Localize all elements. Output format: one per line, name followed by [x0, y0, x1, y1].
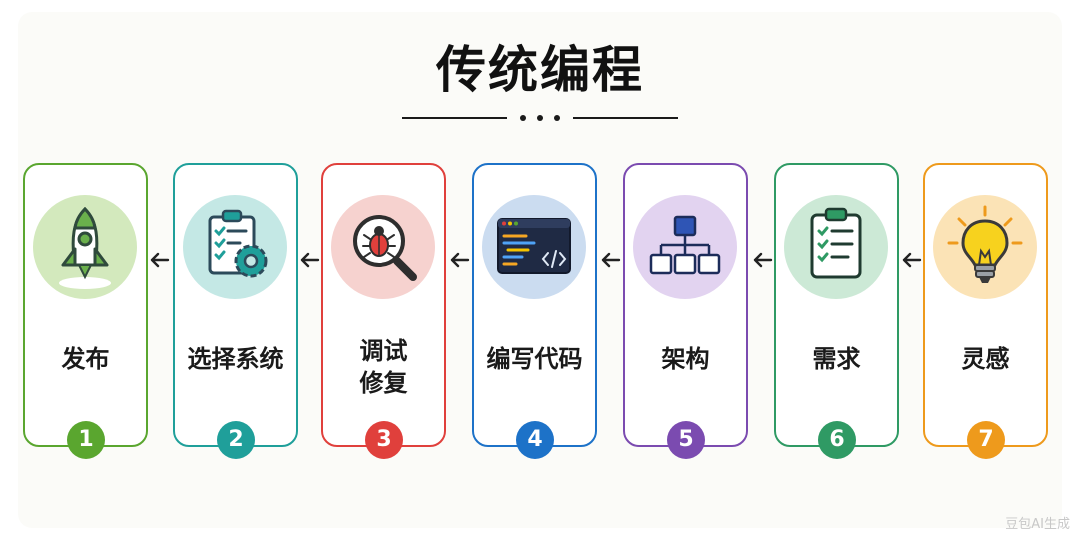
step-number-badge: 4 [516, 421, 554, 459]
step-label: 编写代码 [486, 345, 583, 373]
arrow-left-icon [902, 252, 922, 268]
divider-dot [520, 115, 526, 121]
step-number-badge: 6 [818, 421, 856, 459]
step-card-release: 发布 1 [23, 163, 148, 459]
clipboard-checklist-icon [784, 195, 888, 299]
page-title: 传统编程 [436, 41, 644, 99]
step-card-requirements: 需求 6 [774, 163, 899, 459]
rocket-icon [33, 195, 137, 299]
divider-dot [537, 115, 543, 121]
bug-magnifier-icon [331, 195, 435, 299]
step-label: 架构 [661, 345, 710, 373]
step-card-debug-fix: 调试 修复 3 [321, 163, 446, 459]
step-label: 调试 修复 [323, 335, 444, 399]
arrow-left-icon [450, 252, 470, 268]
title-divider [402, 115, 678, 121]
divider-dot [554, 115, 560, 121]
step-label-line: 修复 [359, 369, 408, 397]
step-number-badge: 1 [67, 421, 105, 459]
divider-line-left [402, 117, 507, 119]
lightbulb-icon [933, 195, 1037, 299]
step-number-badge: 5 [667, 421, 705, 459]
arrow-left-icon [150, 252, 170, 268]
step-number-badge: 7 [967, 421, 1005, 459]
step-card-select-system: 选择系统 2 [173, 163, 298, 459]
step-card-inspiration: 灵感 7 [923, 163, 1048, 459]
step-label-line: 调试 [359, 337, 408, 365]
checklist-gear-icon [183, 195, 287, 299]
arrow-left-icon [753, 252, 773, 268]
watermark: 豆包AI生成 [1005, 517, 1070, 532]
step-card-write-code: 编写代码 4 [472, 163, 597, 459]
step-label: 选择系统 [187, 345, 284, 373]
step-number-badge: 2 [217, 421, 255, 459]
code-editor-icon [482, 195, 586, 299]
step-card-architecture: 架构 5 [623, 163, 748, 459]
hierarchy-icon [633, 195, 737, 299]
arrow-left-icon [300, 252, 320, 268]
step-label: 灵感 [961, 345, 1010, 373]
step-label: 需求 [812, 345, 861, 373]
step-label: 发布 [61, 345, 110, 373]
arrow-left-icon [601, 252, 621, 268]
divider-line-right [573, 117, 678, 119]
step-number-badge: 3 [365, 421, 403, 459]
